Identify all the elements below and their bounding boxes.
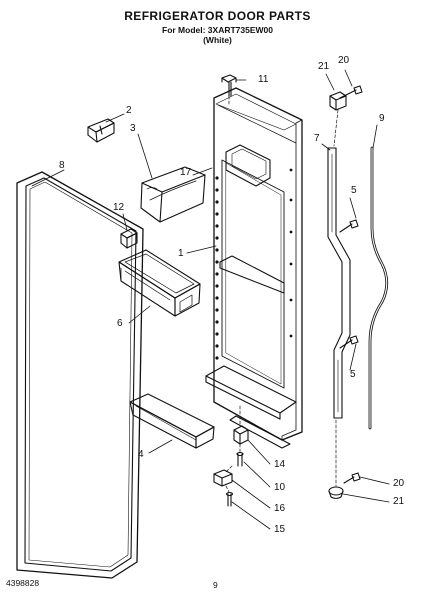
callout-15: 15 — [274, 524, 286, 535]
part-8-gasket — [16, 171, 144, 579]
callout-10: 10 — [274, 482, 286, 493]
part-20-top-pin — [339, 85, 363, 99]
part-21-bottom-cap — [328, 486, 344, 500]
part-3-dairy-door — [140, 166, 206, 223]
callout-7: 7 — [314, 133, 320, 144]
model-line: For Model: 3XART735EW00 — [162, 25, 273, 35]
part-6-door-bin — [118, 249, 201, 317]
callout-3: 3 — [130, 123, 136, 134]
callout-12: 12 — [113, 202, 125, 213]
callout-6: 6 — [117, 318, 123, 329]
leader-lines — [31, 69, 390, 530]
part-14-hinge-bushing — [233, 425, 249, 445]
callout-21-bottom: 21 — [393, 496, 405, 507]
callout-20: 20 — [338, 55, 350, 66]
part-16-hinge-block — [213, 469, 233, 487]
callout-2: 2 — [126, 105, 132, 116]
part-7-strip — [327, 147, 351, 419]
part-12-clip — [120, 228, 138, 249]
assembly-centerlines — [225, 95, 339, 493]
callout-8: 8 — [59, 160, 65, 171]
callout-5-lower: 5 — [350, 369, 356, 380]
callout-5-upper: 5 — [351, 185, 357, 196]
part-2-bracket — [87, 118, 115, 143]
part-21-top-cap — [329, 91, 347, 111]
callout-14: 14 — [274, 459, 286, 470]
liner-stud-holes — [215, 168, 293, 360]
color-line: (White) — [203, 35, 232, 45]
doc-number: 4398828 — [6, 578, 40, 588]
callout-21: 21 — [318, 61, 330, 72]
diagram-title: REFRIGERATOR DOOR PARTS — [124, 9, 311, 23]
page-number: 9 — [213, 580, 218, 590]
part-9-tube — [368, 146, 389, 430]
callout-20-bottom: 20 — [393, 478, 405, 489]
callout-9: 9 — [379, 113, 385, 124]
part-4-door-shelf — [129, 393, 215, 449]
callout-1: 1 — [178, 248, 184, 259]
part-10-screw — [236, 451, 244, 467]
door-liner — [205, 87, 303, 449]
part-5-screw-upper — [339, 219, 359, 233]
callout-17: 17 — [180, 167, 192, 178]
callout-16: 16 — [274, 503, 286, 514]
callout-11: 11 — [258, 74, 269, 85]
part-11-screw — [221, 74, 237, 97]
part-15-screw — [225, 491, 234, 507]
part-5-screw-lower — [339, 335, 359, 349]
part-20-bottom-pin — [343, 472, 361, 484]
callout-4: 4 — [138, 449, 144, 460]
